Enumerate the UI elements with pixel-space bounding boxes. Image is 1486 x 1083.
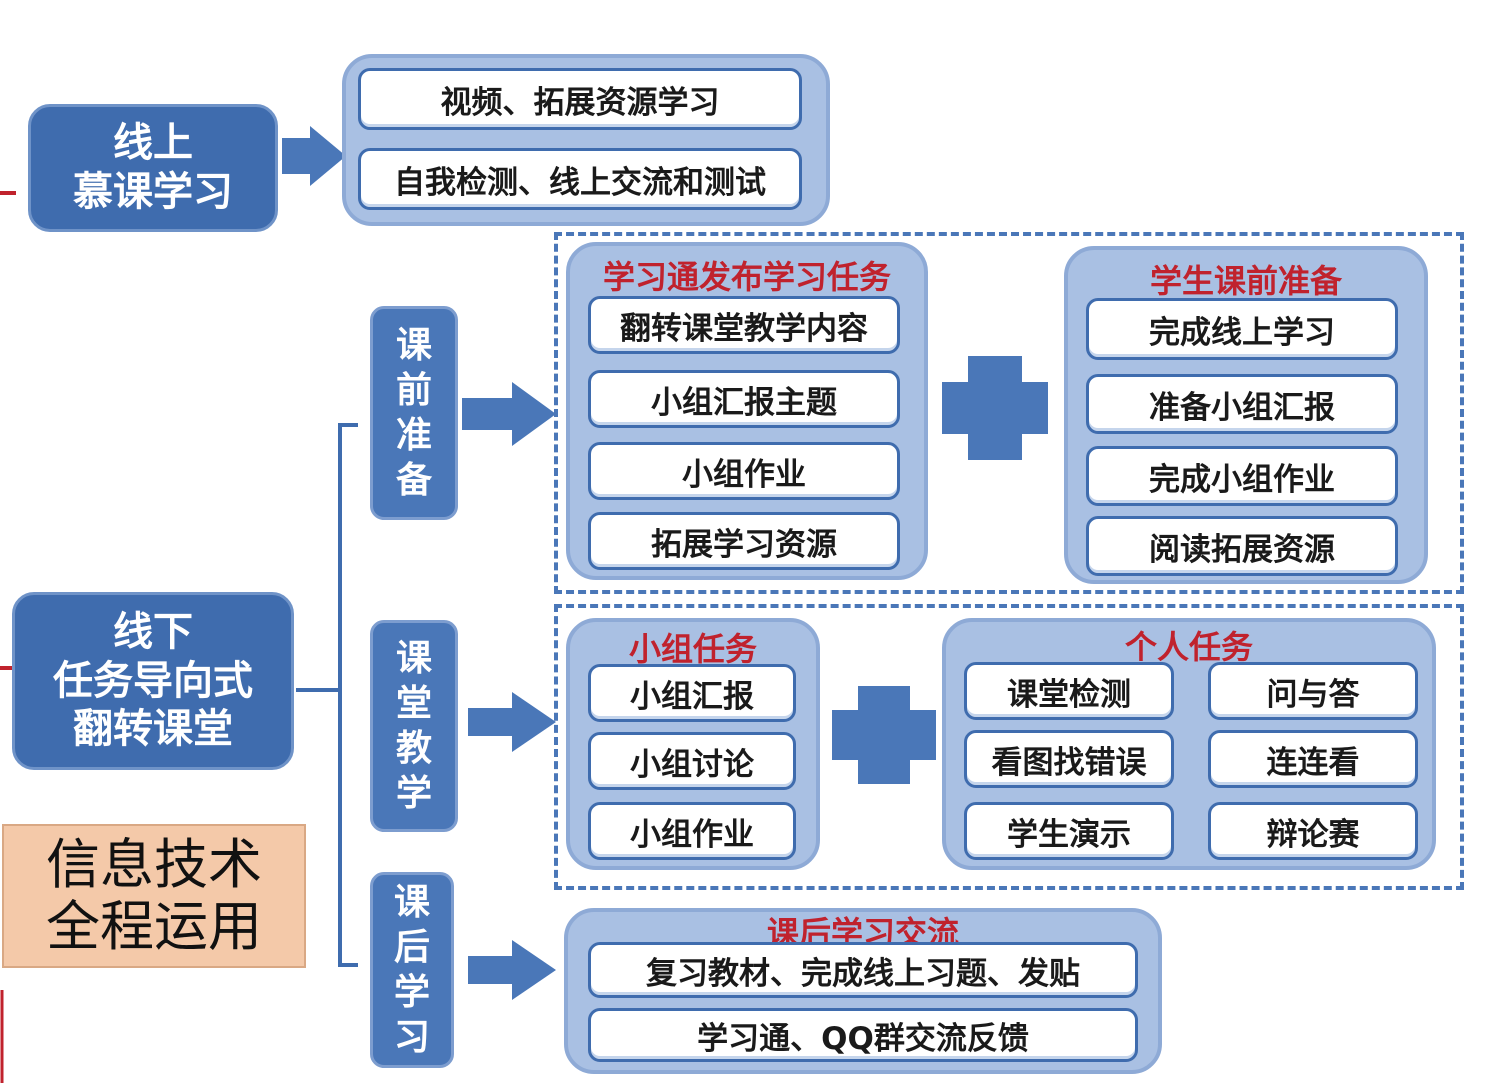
group-item: 小组讨论 — [588, 732, 796, 790]
plus-icon-in — [832, 686, 936, 784]
online-label-line1: 线上 — [113, 120, 193, 167]
stage-in-char: 教 — [395, 728, 432, 769]
offline-label-line1: 线下 — [113, 608, 193, 655]
stage-after-char: 学 — [393, 972, 430, 1013]
group-item: 小组作业 — [588, 802, 796, 860]
after-class-item: 学习通、QQ群交流反馈 — [588, 1008, 1138, 1062]
stage-pre-char: 课 — [395, 325, 432, 366]
individual-task-title: 个人任务 — [1124, 628, 1253, 666]
teacher-item: 翻转课堂教学内容 — [588, 296, 900, 354]
student-item: 阅读拓展资源 — [1086, 516, 1398, 576]
arrow-online — [282, 126, 346, 186]
stage-in-char: 课 — [395, 638, 432, 679]
in-class-frame — [554, 604, 1464, 890]
teacher-item: 小组汇报主题 — [588, 370, 900, 428]
stage-in-char: 学 — [395, 773, 432, 814]
note-line1: 信息技术 — [46, 832, 262, 896]
individual-item: 看图找错误 — [964, 730, 1174, 788]
stage-after-char: 后 — [393, 927, 430, 968]
note-line2: 全程运用 — [46, 895, 262, 958]
offline-label-line3: 翻转课堂 — [73, 706, 233, 753]
teacher-task-title: 学习通发布学习任务 — [602, 258, 891, 296]
student-item: 完成小组作业 — [1086, 446, 1398, 506]
stage-in-char: 堂 — [395, 683, 432, 724]
individual-item: 问与答 — [1208, 662, 1418, 720]
arrow-after-class — [468, 940, 556, 1000]
stage-pre-class: 课 前 准 备 — [370, 306, 458, 520]
stage-pre-char: 前 — [395, 370, 432, 411]
stage-bracket — [338, 423, 358, 967]
arrow-pre-class — [462, 382, 556, 446]
online-item-selftest: 自我检测、线上交流和测试 — [358, 148, 802, 210]
online-item-video: 视频、拓展资源学习 — [358, 68, 802, 130]
stage-pre-char: 备 — [395, 460, 432, 501]
individual-item: 学生演示 — [964, 802, 1174, 860]
after-class-item: 复习教材、完成线上习题、发贴 — [588, 942, 1138, 998]
student-item: 完成线上学习 — [1086, 298, 1398, 360]
it-usage-note: 信息技术 全程运用 — [2, 824, 306, 968]
stage-after-char: 课 — [393, 882, 430, 923]
individual-item: 连连看 — [1208, 730, 1418, 788]
group-item: 小组汇报 — [588, 664, 796, 722]
student-prep-title: 学生课前准备 — [1149, 262, 1342, 300]
individual-item: 课堂检测 — [964, 662, 1174, 720]
stage-pre-char: 准 — [395, 415, 432, 456]
group-task-title: 小组任务 — [628, 630, 757, 668]
offline-label-line2: 任务导向式 — [53, 657, 253, 704]
stage-after-char: 习 — [393, 1017, 430, 1058]
pre-class-frame — [554, 232, 1464, 594]
offline-flipped-box: 线下 任务导向式 翻转课堂 — [12, 592, 294, 770]
teacher-item: 拓展学习资源 — [588, 512, 900, 570]
student-item: 准备小组汇报 — [1086, 374, 1398, 434]
stage-after-class: 课 后 学 习 — [370, 872, 454, 1068]
arrow-in-class — [468, 692, 556, 752]
individual-item: 辩论赛 — [1208, 802, 1418, 860]
online-mooc-box: 线上 慕课学习 — [28, 104, 278, 232]
stage-in-class: 课 堂 教 学 — [370, 620, 458, 832]
online-label-line2: 慕课学习 — [73, 169, 233, 215]
teacher-item: 小组作业 — [588, 442, 900, 500]
plus-icon-pre — [942, 356, 1048, 460]
